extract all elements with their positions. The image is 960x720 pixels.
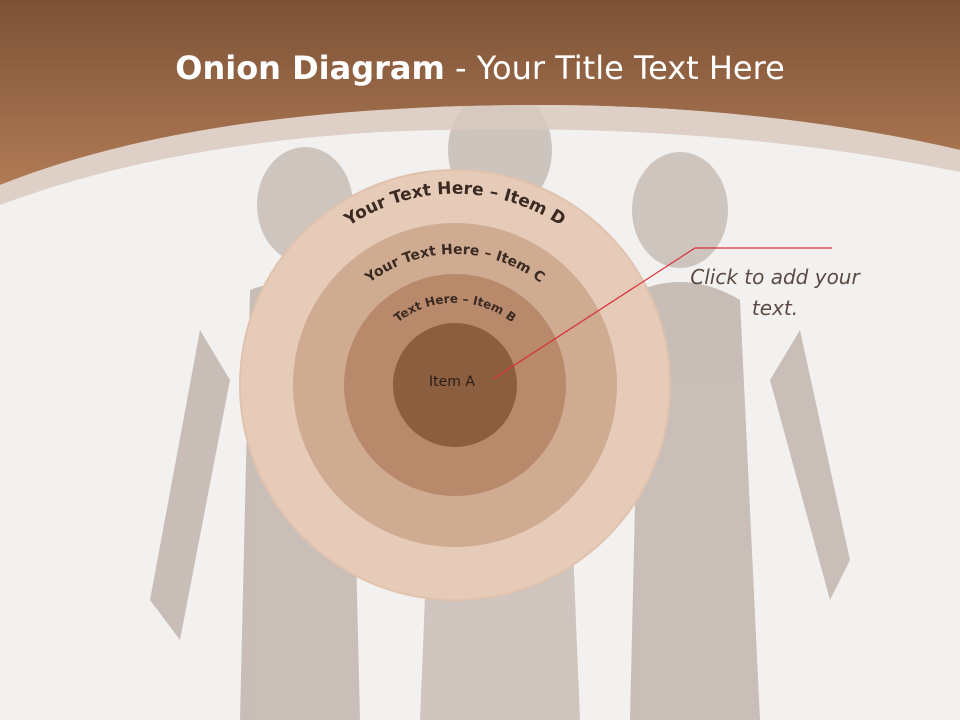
title-bold: Onion Diagram (175, 49, 445, 87)
onion-layer-a[interactable] (393, 323, 517, 447)
header-swoosh (0, 105, 960, 205)
onion-diagram: Your Text Here – Item D Your Text Here –… (239, 169, 671, 601)
title-rest: - Your Title Text Here (444, 49, 785, 87)
page-title[interactable]: Onion Diagram - Your Title Text Here (0, 40, 960, 96)
header-band (0, 0, 960, 185)
callout-text-box[interactable]: Click to add your text. (690, 265, 860, 320)
callout-connector (492, 247, 832, 380)
layer-a-label: Item A (429, 374, 475, 390)
